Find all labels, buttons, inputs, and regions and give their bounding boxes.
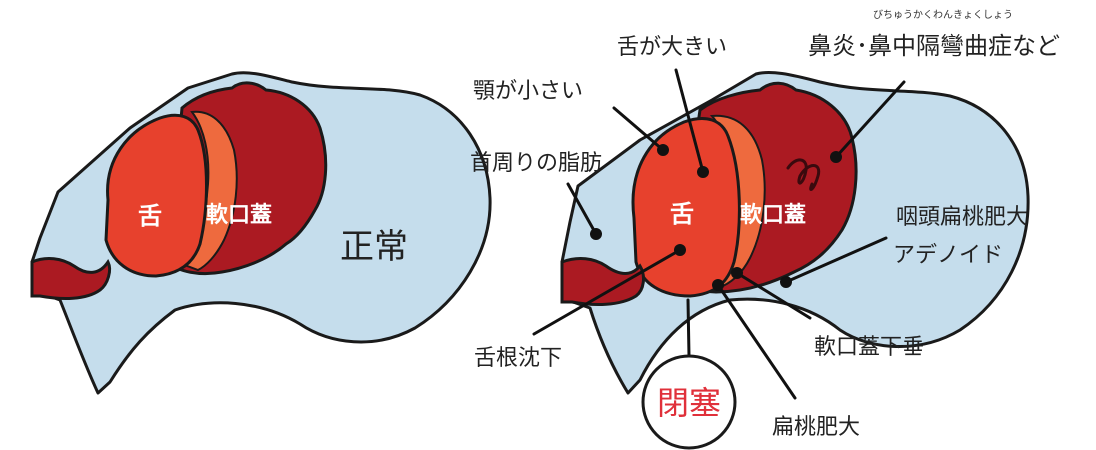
label-large-tongue: 舌が大きい [617, 35, 727, 60]
label-small-jaw: 顎が小さい [473, 79, 583, 104]
leader-blocked [686, 298, 691, 358]
normal-airway-diagram: 舌 軟口蓋 正常 [30, 71, 492, 395]
leader-nasal [834, 80, 906, 159]
label-tongue-drop: 舌根沈下 [474, 346, 562, 371]
leader-tonsil [716, 283, 797, 400]
leader-uvula [735, 271, 812, 320]
label-neck-fat: 首周りの脂肪 [470, 151, 602, 176]
label-uvula: 軟口蓋下垂 [814, 335, 924, 360]
normal-tongue-label: 舌 [138, 202, 162, 230]
nasal-squiggle [786, 158, 821, 192]
leader-large-tongue [674, 68, 705, 174]
normal-status-label: 正常 [340, 227, 408, 267]
blocked-circle [641, 354, 737, 450]
normal-palate-band [180, 110, 238, 272]
normal-neck-tissue [30, 257, 112, 300]
leader-adenoid [784, 236, 888, 284]
leader-uvula-dot [731, 267, 743, 279]
apnea-neck-tissue [560, 257, 645, 306]
label-tonsil: 扁桃肥大 [772, 415, 860, 440]
apnea-tongue [631, 117, 741, 298]
normal-tongue [104, 113, 208, 278]
leader-lines [532, 68, 906, 400]
leader-neck-fat-dot [590, 228, 602, 240]
apnea-soft-palate-label: 軟口蓋 [740, 202, 806, 228]
leader-small-jaw-dot [657, 144, 669, 156]
leader-neck-fat [566, 182, 598, 236]
leader-adenoid-dot [780, 276, 792, 288]
label-adenoid-1: 咽頭扁桃肥大 [896, 205, 1028, 230]
label-blocked: 閉塞 [657, 384, 721, 422]
leader-large-tongue-dot [697, 166, 709, 178]
label-nasal-ruby: びちゅうかくわんきょくしょう [873, 9, 1013, 21]
leader-tongue-drop [532, 248, 682, 336]
leader-small-jaw [612, 106, 665, 152]
normal-soft-palate-label: 軟口蓋 [206, 202, 272, 228]
label-nasal: 鼻炎･鼻中隔彎曲症など [808, 32, 1060, 60]
apnea-airway-diagram: 舌 軟口蓋 舌が大きい 顎が小さい 首周りの脂肪 びちゅうかく [470, 9, 1060, 450]
apnea-tongue-label: 舌 [670, 200, 694, 228]
leader-tongue-drop-dot [674, 244, 686, 256]
leader-tonsil-dot [712, 279, 724, 291]
leader-nasal-dot [830, 151, 842, 163]
label-adenoid-2: アデノイド [893, 243, 1003, 268]
